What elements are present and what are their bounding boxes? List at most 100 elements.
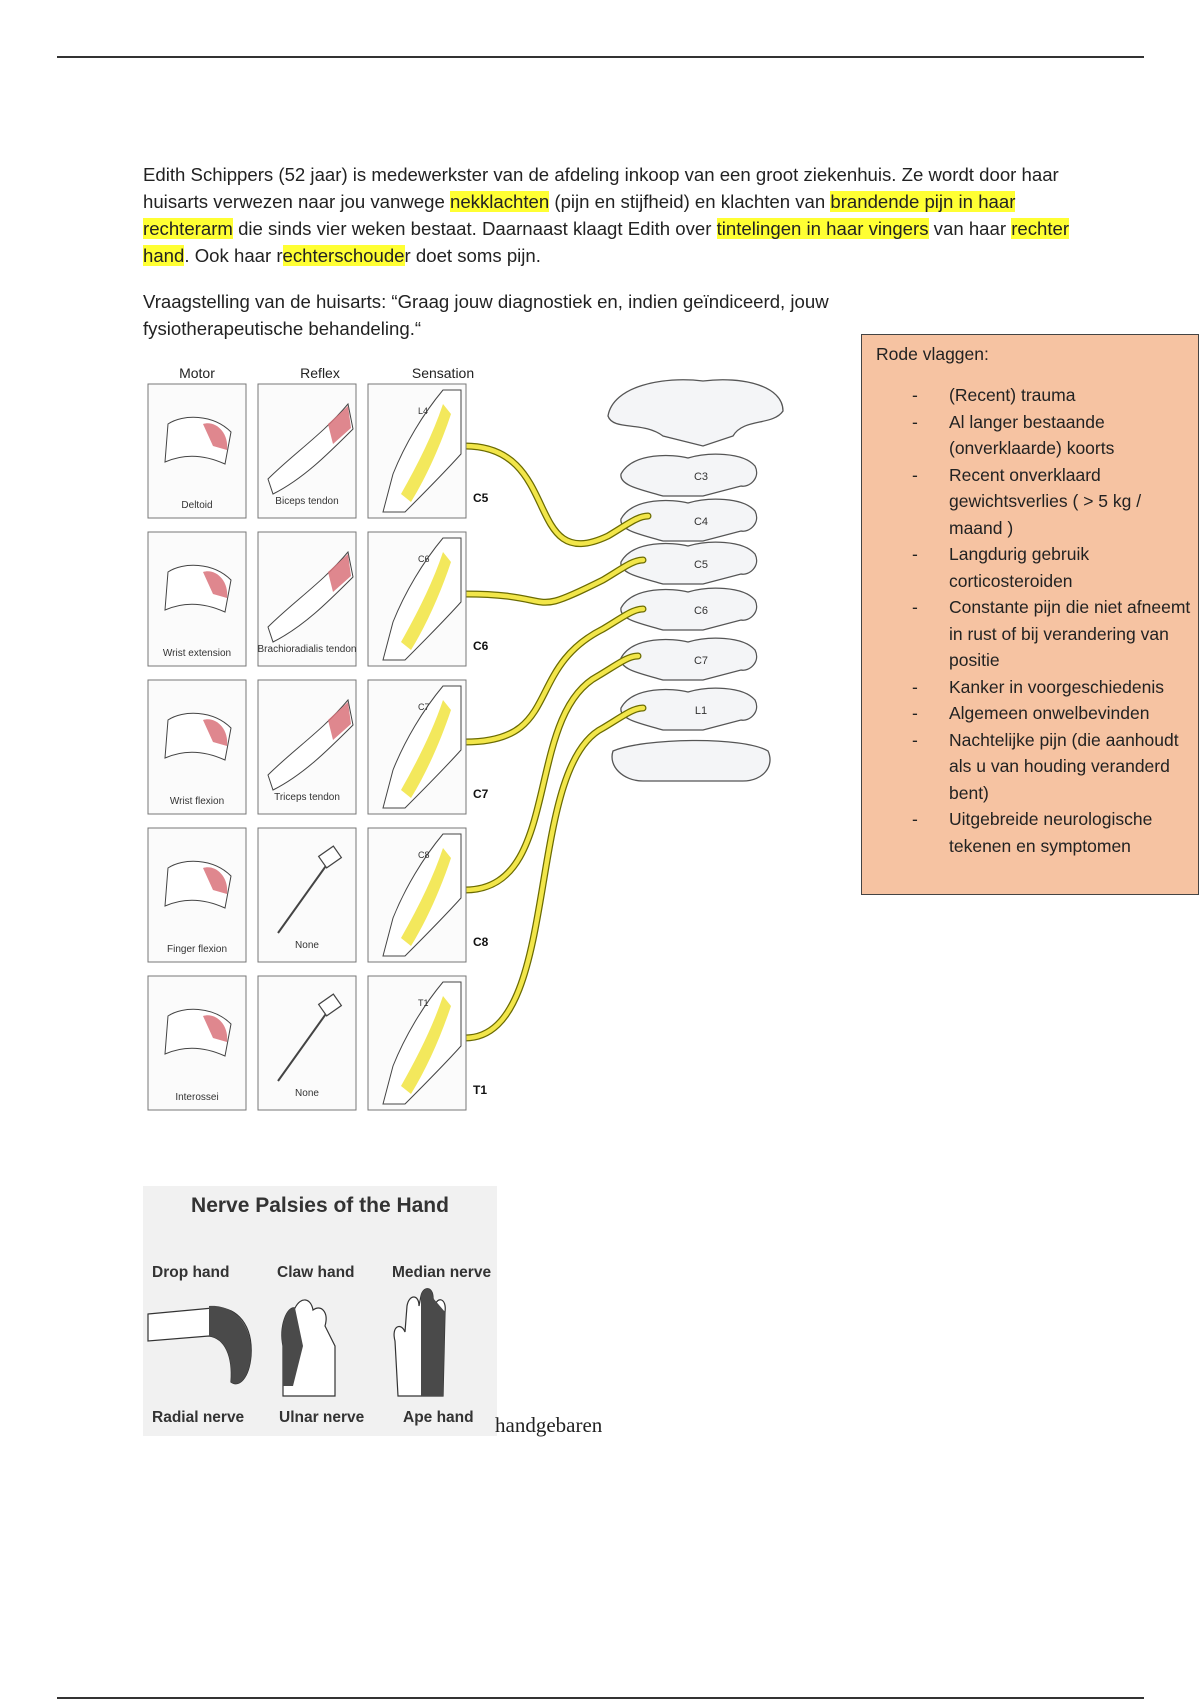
vertebra-body bbox=[620, 498, 758, 542]
palsy-title: Nerve Palsies of the Hand bbox=[191, 1194, 449, 1217]
muscle-highlight bbox=[203, 571, 228, 598]
vertebra-body bbox=[620, 453, 758, 497]
root-label: C5 bbox=[473, 491, 489, 505]
case-description: Edith Schippers (52 jaar) is medewerkste… bbox=[143, 161, 1073, 269]
root-label: C7 bbox=[473, 787, 489, 801]
median-nerve-area bbox=[421, 1288, 445, 1396]
muscle-highlight bbox=[203, 867, 228, 894]
vertebra-body bbox=[620, 637, 758, 681]
reflex-box bbox=[257, 975, 357, 1111]
dermatome-highlight bbox=[401, 848, 451, 946]
red-flag-item: (Recent) trauma bbox=[862, 382, 1192, 409]
dermatome-highlight bbox=[401, 996, 451, 1094]
red-flags-title: Rode vlaggen: bbox=[876, 344, 989, 364]
header-motor: Motor bbox=[179, 365, 215, 381]
motor-label: Wrist extension bbox=[163, 648, 231, 659]
vertebra: C3 bbox=[620, 453, 758, 497]
vertebra: L1 bbox=[620, 687, 758, 731]
case-text: van haar bbox=[928, 218, 1012, 239]
highlight-neck-complaints: nekklachten bbox=[449, 191, 550, 212]
nerve-root bbox=[462, 705, 646, 1041]
root-label: C6 bbox=[473, 639, 489, 653]
red-flag-item: Algemeen onwelbevinden bbox=[862, 700, 1192, 727]
red-flag-item: Uitgebreide neurologische tekenen en sym… bbox=[862, 806, 1192, 859]
red-flag-item: Constante pijn die niet afneemt in rust … bbox=[862, 594, 1192, 674]
red-flag-item: Kanker in voorgeschiedenis bbox=[862, 674, 1192, 701]
red-flag-item: Nachtelijke pijn (die aanhoudt als u van… bbox=[862, 727, 1192, 807]
reflex-label: None bbox=[295, 940, 319, 951]
red-flag-item: Recent onverklaard gewichtsverlies ( > 5… bbox=[862, 462, 1192, 542]
nerve-root bbox=[462, 443, 651, 546]
vertebra-label: L1 bbox=[695, 705, 707, 717]
reflex-hammer-icon bbox=[317, 845, 343, 869]
highlight-right-shoulder: echterschoude bbox=[282, 245, 405, 266]
red-flags-box: Rode vlaggen: (Recent) trauma Al langer … bbox=[861, 334, 1199, 895]
highlight-tingling: tintelingen in haar vingers bbox=[716, 218, 929, 239]
reflex-hammer-handle bbox=[277, 862, 329, 934]
header-reflex: Reflex bbox=[300, 365, 340, 381]
case-text: (pijn en stijfheid) en klachten van bbox=[549, 191, 831, 212]
label-claw-hand: Claw hand bbox=[277, 1264, 355, 1281]
vertebra: C7 bbox=[620, 637, 758, 681]
reflex-label: Biceps tendon bbox=[275, 496, 338, 507]
label-median-nerve: Median nerve bbox=[392, 1264, 492, 1281]
vertebra: C5 bbox=[620, 541, 758, 585]
dermatome-highlight bbox=[401, 404, 451, 502]
reflex-box bbox=[257, 827, 357, 963]
red-flag-item: Al langer bestaande (onverklaarde) koort… bbox=[862, 409, 1192, 462]
vertebra: C6 bbox=[620, 587, 758, 631]
lower-vertebra bbox=[611, 739, 771, 782]
reflex-hammer-handle bbox=[277, 1010, 329, 1082]
motor-label: Wrist flexion bbox=[170, 796, 224, 807]
dermatome-label: T1 bbox=[418, 998, 429, 1008]
nerve-root bbox=[462, 653, 641, 893]
vertebra-label: C7 bbox=[694, 655, 708, 667]
dermatome-label: C6 bbox=[418, 554, 430, 564]
dermatome-highlight bbox=[401, 700, 451, 798]
case-text: Edith Schippers (52 jaar) is medewerkste… bbox=[143, 164, 1059, 212]
tendon-highlight bbox=[328, 554, 351, 592]
motor-label: Finger flexion bbox=[167, 944, 227, 955]
muscle-highlight bbox=[203, 1015, 228, 1042]
vertebra-body bbox=[620, 687, 758, 731]
vertebra-body bbox=[620, 587, 758, 631]
figure-caption: handgebaren bbox=[495, 1413, 603, 1437]
label-radial-nerve: Radial nerve bbox=[152, 1409, 245, 1426]
case-text: . Ook haar r bbox=[184, 245, 283, 266]
reflex-label: Triceps tendon bbox=[274, 792, 340, 803]
vertebra-label: C4 bbox=[694, 516, 708, 528]
tendon-highlight bbox=[328, 702, 351, 740]
radial-nerve-area bbox=[209, 1305, 252, 1384]
nerve-palsies-figure: Nerve Palsies of the Hand Drop hand Claw… bbox=[143, 1186, 497, 1436]
case-text: r doet soms pijn. bbox=[404, 245, 541, 266]
vertebra: C4 bbox=[620, 498, 758, 542]
reflex-label: Brachioradialis tendon bbox=[258, 644, 357, 655]
footer-rule bbox=[57, 1697, 1144, 1699]
hand-illustrations bbox=[147, 1288, 446, 1397]
dermatome-label: L4 bbox=[418, 406, 428, 416]
dermatome-label: C8 bbox=[418, 850, 430, 860]
label-ape-hand: Ape hand bbox=[403, 1409, 474, 1426]
reflex-label: None bbox=[295, 1088, 319, 1099]
label-ulnar-nerve: Ulnar nerve bbox=[279, 1409, 365, 1426]
root-label: T1 bbox=[473, 1083, 487, 1097]
red-flags-list: (Recent) trauma Al langer bestaande (onv… bbox=[862, 382, 1192, 859]
root-label: C8 bbox=[473, 935, 489, 949]
tendon-highlight bbox=[328, 406, 351, 444]
muscle-highlight bbox=[203, 719, 228, 746]
nerve-root bbox=[462, 557, 646, 605]
label-drop-hand: Drop hand bbox=[152, 1264, 230, 1281]
dermatome-label: C7 bbox=[418, 702, 430, 712]
vertebra-label: C6 bbox=[694, 605, 708, 617]
ulnar-nerve-area bbox=[281, 1307, 303, 1386]
dermatome-highlight bbox=[401, 552, 451, 650]
